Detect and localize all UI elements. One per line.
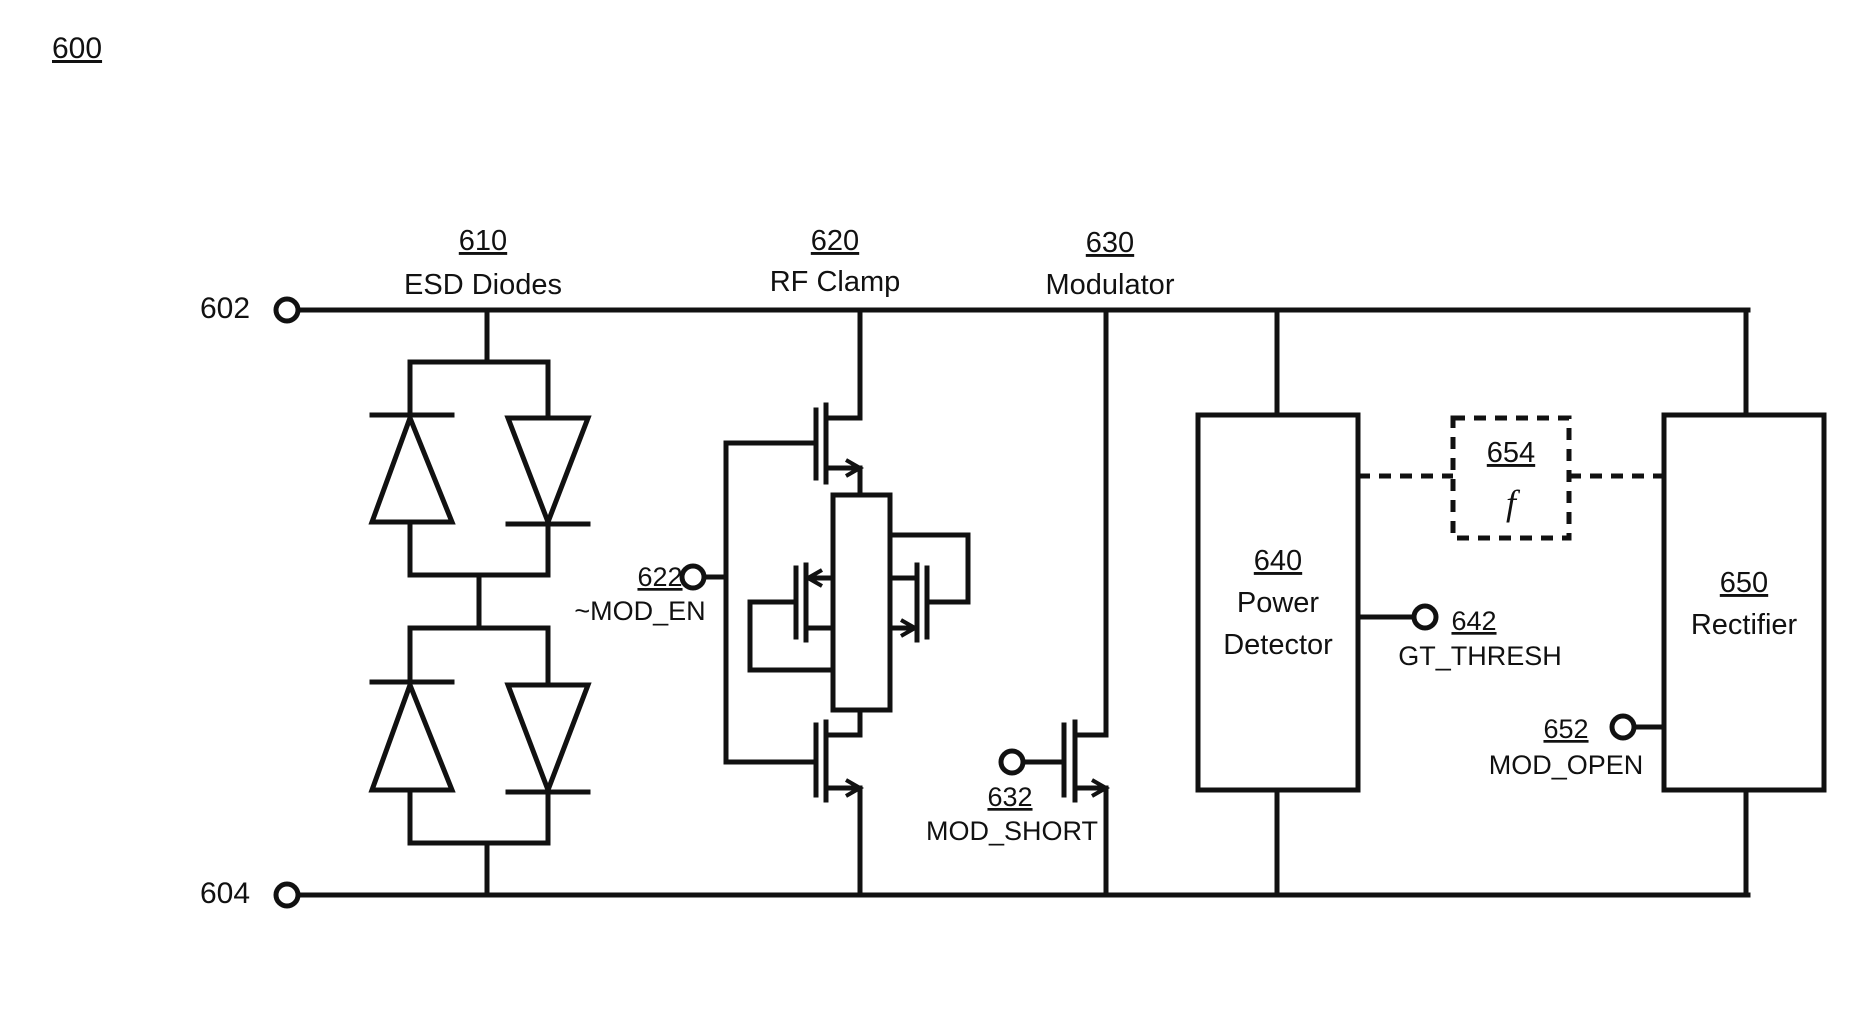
terminal-642-ref: 642 — [1451, 606, 1496, 636]
function-symbol: f — [1506, 483, 1521, 523]
esd-label: ESD Diodes — [404, 269, 562, 301]
modulator-label: Modulator — [1046, 269, 1175, 301]
modulator-transistor — [1022, 310, 1106, 895]
modulator-ref: 630 — [1086, 227, 1134, 259]
terminal-642 — [1414, 606, 1436, 628]
esd-ref: 610 — [459, 225, 507, 257]
terminal-632-signal: MOD_SHORT — [926, 816, 1098, 846]
terminal-642-signal: GT_THRESH — [1398, 641, 1562, 671]
function-ref: 654 — [1487, 437, 1535, 469]
rectifier-block — [1664, 415, 1824, 790]
detector-label-line1: Power — [1237, 587, 1320, 619]
terminal-604 — [276, 884, 298, 906]
figure-number: 600 — [52, 32, 102, 65]
terminal-622 — [682, 566, 704, 588]
rectifier-label: Rectifier — [1691, 609, 1798, 641]
clamp-label: RF Clamp — [770, 266, 901, 298]
terminal-652 — [1612, 716, 1634, 738]
terminal-632 — [1001, 751, 1023, 773]
terminal-622-ref: 622 — [637, 562, 682, 592]
terminal-632-ref: 632 — [987, 782, 1032, 812]
terminal-652-ref: 652 — [1543, 714, 1588, 744]
terminal-652-signal: MOD_OPEN — [1489, 750, 1644, 780]
detector-label-line2: Detector — [1223, 629, 1333, 661]
terminal-604-label: 604 — [200, 877, 250, 910]
rectifier-ref: 650 — [1720, 567, 1768, 599]
detector-ref: 640 — [1254, 545, 1302, 577]
clamp-ref: 620 — [811, 225, 859, 257]
esd-diodes — [372, 310, 588, 895]
terminal-602 — [276, 299, 298, 321]
terminal-622-signal: ~MOD_EN — [574, 596, 705, 626]
rf-clamp-transistors — [704, 310, 968, 895]
terminal-602-label: 602 — [200, 292, 250, 325]
